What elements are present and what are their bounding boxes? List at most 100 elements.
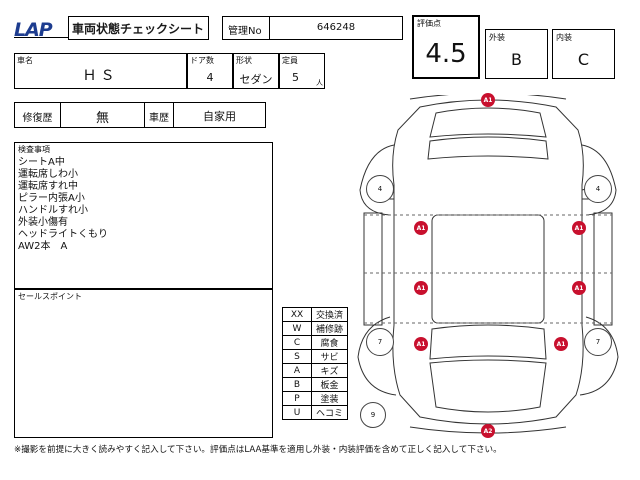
- left-rear-fender: [357, 316, 397, 396]
- spare-wheel: 9: [360, 402, 386, 428]
- capacity-box: 定員 5 人: [279, 53, 325, 89]
- left-side-panel: [363, 212, 383, 326]
- legend-desc: 補修跡: [311, 321, 348, 336]
- marker-left-rear-door: A1: [414, 281, 428, 295]
- lap-logo: LAP: [14, 19, 53, 41]
- legend-desc: 腐食: [311, 335, 348, 350]
- interior-value: C: [577, 50, 590, 69]
- doors-label: ドア数: [190, 56, 214, 65]
- marker-left-front-door: A1: [414, 221, 428, 235]
- inspection-line: 外装小傷有: [18, 217, 68, 228]
- inspection-line: ヘッドライトくもり: [18, 229, 108, 240]
- legend-code: XX: [282, 307, 312, 322]
- repair-label: 修復歴: [22, 113, 53, 124]
- legend-code: P: [282, 391, 312, 406]
- car-diagram: [357, 95, 619, 434]
- legend-desc: 板金: [311, 377, 348, 392]
- repair-value-box: [60, 102, 145, 128]
- sheet-title: 車両状態チェックシート: [72, 22, 205, 36]
- grade-value: 4.5: [425, 39, 467, 69]
- exterior-value: B: [511, 50, 522, 69]
- grade-label: 評価点: [417, 19, 441, 28]
- inspection-line: 運転席しわ小: [18, 169, 78, 180]
- marker-left-rear-fender: A1: [414, 337, 428, 351]
- legend-code: S: [282, 349, 312, 364]
- wheel-rear-right: 7: [584, 328, 612, 356]
- capacity-value: 5: [292, 71, 299, 84]
- kanri-value-box: [269, 16, 403, 40]
- left-front-fender: [359, 144, 395, 216]
- car-name-label: 車名: [17, 56, 33, 65]
- title-box: [68, 16, 209, 40]
- car-body-outline: [392, 99, 584, 425]
- right-side-panel: [593, 212, 613, 326]
- repair-value: 無: [95, 111, 109, 126]
- inspection-line: シートA中: [18, 157, 65, 168]
- trunk-outline: [429, 359, 547, 413]
- inspection-line: ピラー内張A小: [18, 193, 85, 204]
- footer-note: ※撮影を前提に大きく読みやすく記入して下さい。評価点はLAA基準を適用し外装・内…: [14, 445, 502, 455]
- wheel-front-right: 4: [584, 175, 612, 203]
- legend-desc: キズ: [311, 363, 348, 378]
- legend-desc: 交換済: [311, 307, 348, 322]
- marker-right-front-door: A1: [572, 221, 586, 235]
- inspection-label: 検査事項: [18, 145, 50, 154]
- legend-code: B: [282, 377, 312, 392]
- legend-code: W: [282, 321, 312, 336]
- roof-outline: [431, 214, 545, 324]
- shape-box: 形状 セダン: [233, 53, 279, 89]
- marker-front: A1: [481, 93, 495, 107]
- inspection-line: 運転席すれ中: [18, 181, 78, 192]
- sales-points-label: セールスポイント: [18, 292, 82, 301]
- doors-box: ドア数 4: [187, 53, 233, 89]
- shape-value: セダン: [239, 73, 273, 86]
- interior-label: 内装: [556, 33, 572, 42]
- interior-box: 内装 C: [552, 29, 615, 79]
- inspection-line: AW2本 A: [18, 241, 68, 252]
- right-rear-fender: [579, 316, 619, 396]
- hood-outline: [429, 107, 547, 138]
- doors-value: 4: [206, 71, 214, 84]
- right-front-fender: [581, 144, 617, 216]
- usage-label-box: [144, 102, 174, 128]
- wheel-rear-left: 7: [366, 328, 394, 356]
- legend-code: U: [282, 405, 312, 420]
- legend-desc: ヘコミ: [311, 405, 348, 420]
- shape-label: 形状: [236, 56, 252, 65]
- exterior-label: 外装: [489, 33, 505, 42]
- marker-rear: A2: [481, 424, 495, 438]
- marker-right-rear-door: A1: [572, 281, 586, 295]
- sales-points-box: セールスポイント: [14, 289, 273, 438]
- exterior-box: 外装 B: [485, 29, 548, 79]
- rear-window-outline: [429, 324, 547, 360]
- grade-box: 評価点 4.5: [412, 15, 480, 79]
- inspection-box: 検査事項: [14, 142, 273, 289]
- legend-code: A: [282, 363, 312, 378]
- repair-label-box: [14, 102, 61, 128]
- inspection-line: ハンドルすれ小: [18, 205, 88, 216]
- legend-code: C: [282, 335, 312, 350]
- legend-desc: 塗装: [311, 391, 348, 406]
- capacity-unit: 人: [316, 79, 323, 87]
- capacity-label: 定員: [282, 56, 298, 65]
- wheel-front-left: 4: [366, 175, 394, 203]
- marker-right-rear-fender: A1: [554, 337, 568, 351]
- kanri-label-box: [222, 16, 270, 40]
- usage-value-box: [173, 102, 266, 128]
- usage-value: 自家用: [203, 110, 236, 123]
- kanri-value: 646248: [316, 22, 356, 33]
- front-bumper: [409, 95, 567, 100]
- legend-desc: サビ: [311, 349, 348, 364]
- windshield-outline: [427, 136, 549, 160]
- kanri-label: 管理No: [228, 26, 262, 37]
- usage-label: 車歴: [149, 113, 169, 124]
